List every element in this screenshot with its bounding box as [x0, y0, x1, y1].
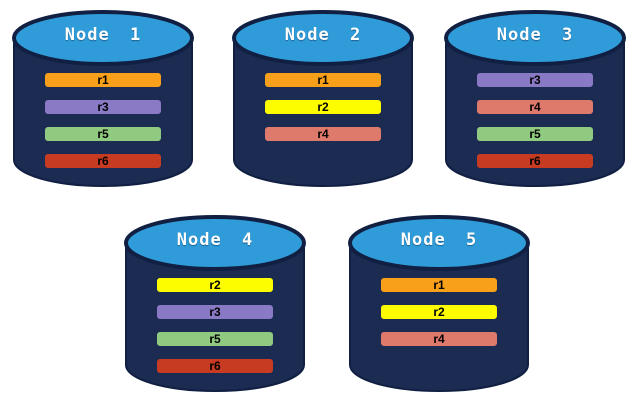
replica-list: r3 r4 r5 r6: [441, 71, 629, 170]
replica-list: r2 r3 r5 r6: [121, 276, 309, 375]
replica-label: r1: [317, 73, 329, 87]
replica-label: r5: [209, 332, 221, 346]
replica-label: r4: [317, 127, 329, 141]
replica-bar-r1: r1: [379, 276, 499, 294]
replica-label: r3: [529, 73, 541, 87]
replica-label: r4: [529, 100, 541, 114]
node-title: Node 3: [496, 25, 574, 45]
node-2: Node 2 r1 r2 r4: [229, 8, 417, 190]
node-1: Node 1 r1 r3 r5 r6: [9, 8, 197, 190]
node-5: Node 5 r1 r2 r4: [345, 213, 533, 395]
replica-bar-r5: r5: [155, 330, 275, 348]
replica-label: r2: [317, 100, 329, 114]
replica-bar-r1: r1: [43, 71, 163, 89]
replica-bar-r6: r6: [475, 152, 595, 170]
node-title: Node 4: [176, 230, 254, 250]
replica-bar-r2: r2: [379, 303, 499, 321]
replica-list: r1 r3 r5 r6: [9, 71, 197, 170]
replica-label: r1: [97, 73, 109, 87]
replica-label: r3: [97, 100, 109, 114]
replica-list: r1 r2 r4: [345, 276, 533, 348]
replica-bar-r5: r5: [475, 125, 595, 143]
replica-bar-r3: r3: [43, 98, 163, 116]
replica-label: r5: [529, 127, 541, 141]
replica-bar-r6: r6: [155, 357, 275, 375]
replica-bar-r2: r2: [263, 98, 383, 116]
node-title: Node 5: [400, 230, 478, 250]
replica-bar-r5: r5: [43, 125, 163, 143]
replica-bar-r1: r1: [263, 71, 383, 89]
node-title: Node 1: [64, 25, 142, 45]
replica-label: r6: [529, 154, 541, 168]
replica-bar-r4: r4: [379, 330, 499, 348]
replica-bar-r6: r6: [43, 152, 163, 170]
replica-bar-r3: r3: [475, 71, 595, 89]
replica-label: r6: [209, 359, 221, 373]
replica-label: r1: [433, 278, 445, 292]
replica-label: r4: [433, 332, 445, 346]
node-4: Node 4 r2 r3 r5 r6: [121, 213, 309, 395]
replica-list: r1 r2 r4: [229, 71, 417, 143]
node-3: Node 3 r3 r4 r5 r6: [441, 8, 629, 190]
replica-bar-r2: r2: [155, 276, 275, 294]
replica-label: r2: [433, 305, 445, 319]
replica-label: r3: [209, 305, 221, 319]
replica-label: r2: [209, 278, 221, 292]
replica-label: r6: [97, 154, 109, 168]
node-title: Node 2: [284, 25, 362, 45]
replica-bar-r4: r4: [475, 98, 595, 116]
replica-label: r5: [97, 127, 109, 141]
replica-bar-r4: r4: [263, 125, 383, 143]
replica-bar-r3: r3: [155, 303, 275, 321]
